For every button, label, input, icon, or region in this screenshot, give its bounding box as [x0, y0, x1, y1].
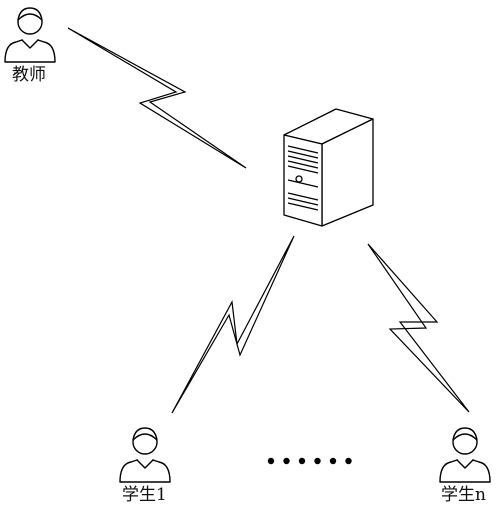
ellipsis-dot	[267, 457, 275, 465]
ellipsis	[267, 457, 352, 465]
ellipsis-dot	[314, 457, 321, 465]
ellipsis-dot	[345, 457, 352, 465]
student-n-node	[439, 427, 491, 483]
ellipsis-dot	[329, 457, 337, 465]
student-1-label: 学生1	[122, 485, 167, 505]
student-n-label: 学生n	[441, 485, 486, 505]
link-server-student-1	[171, 235, 295, 414]
person-icon	[439, 427, 491, 483]
teacher-label: 教师	[12, 65, 46, 85]
link-teacher-server	[67, 27, 247, 169]
teacher-node	[4, 7, 56, 63]
student-1-node	[119, 427, 171, 483]
lightning-bolt-icon	[367, 243, 470, 413]
ellipsis-dot	[298, 457, 306, 465]
person-icon	[119, 427, 171, 483]
link-server-student-n	[367, 243, 470, 413]
ellipsis-dot	[283, 457, 290, 465]
lightning-bolt-icon	[171, 235, 295, 414]
server-tower-icon	[283, 108, 374, 227]
lightning-bolt-icon	[67, 27, 247, 169]
person-icon	[4, 7, 56, 63]
